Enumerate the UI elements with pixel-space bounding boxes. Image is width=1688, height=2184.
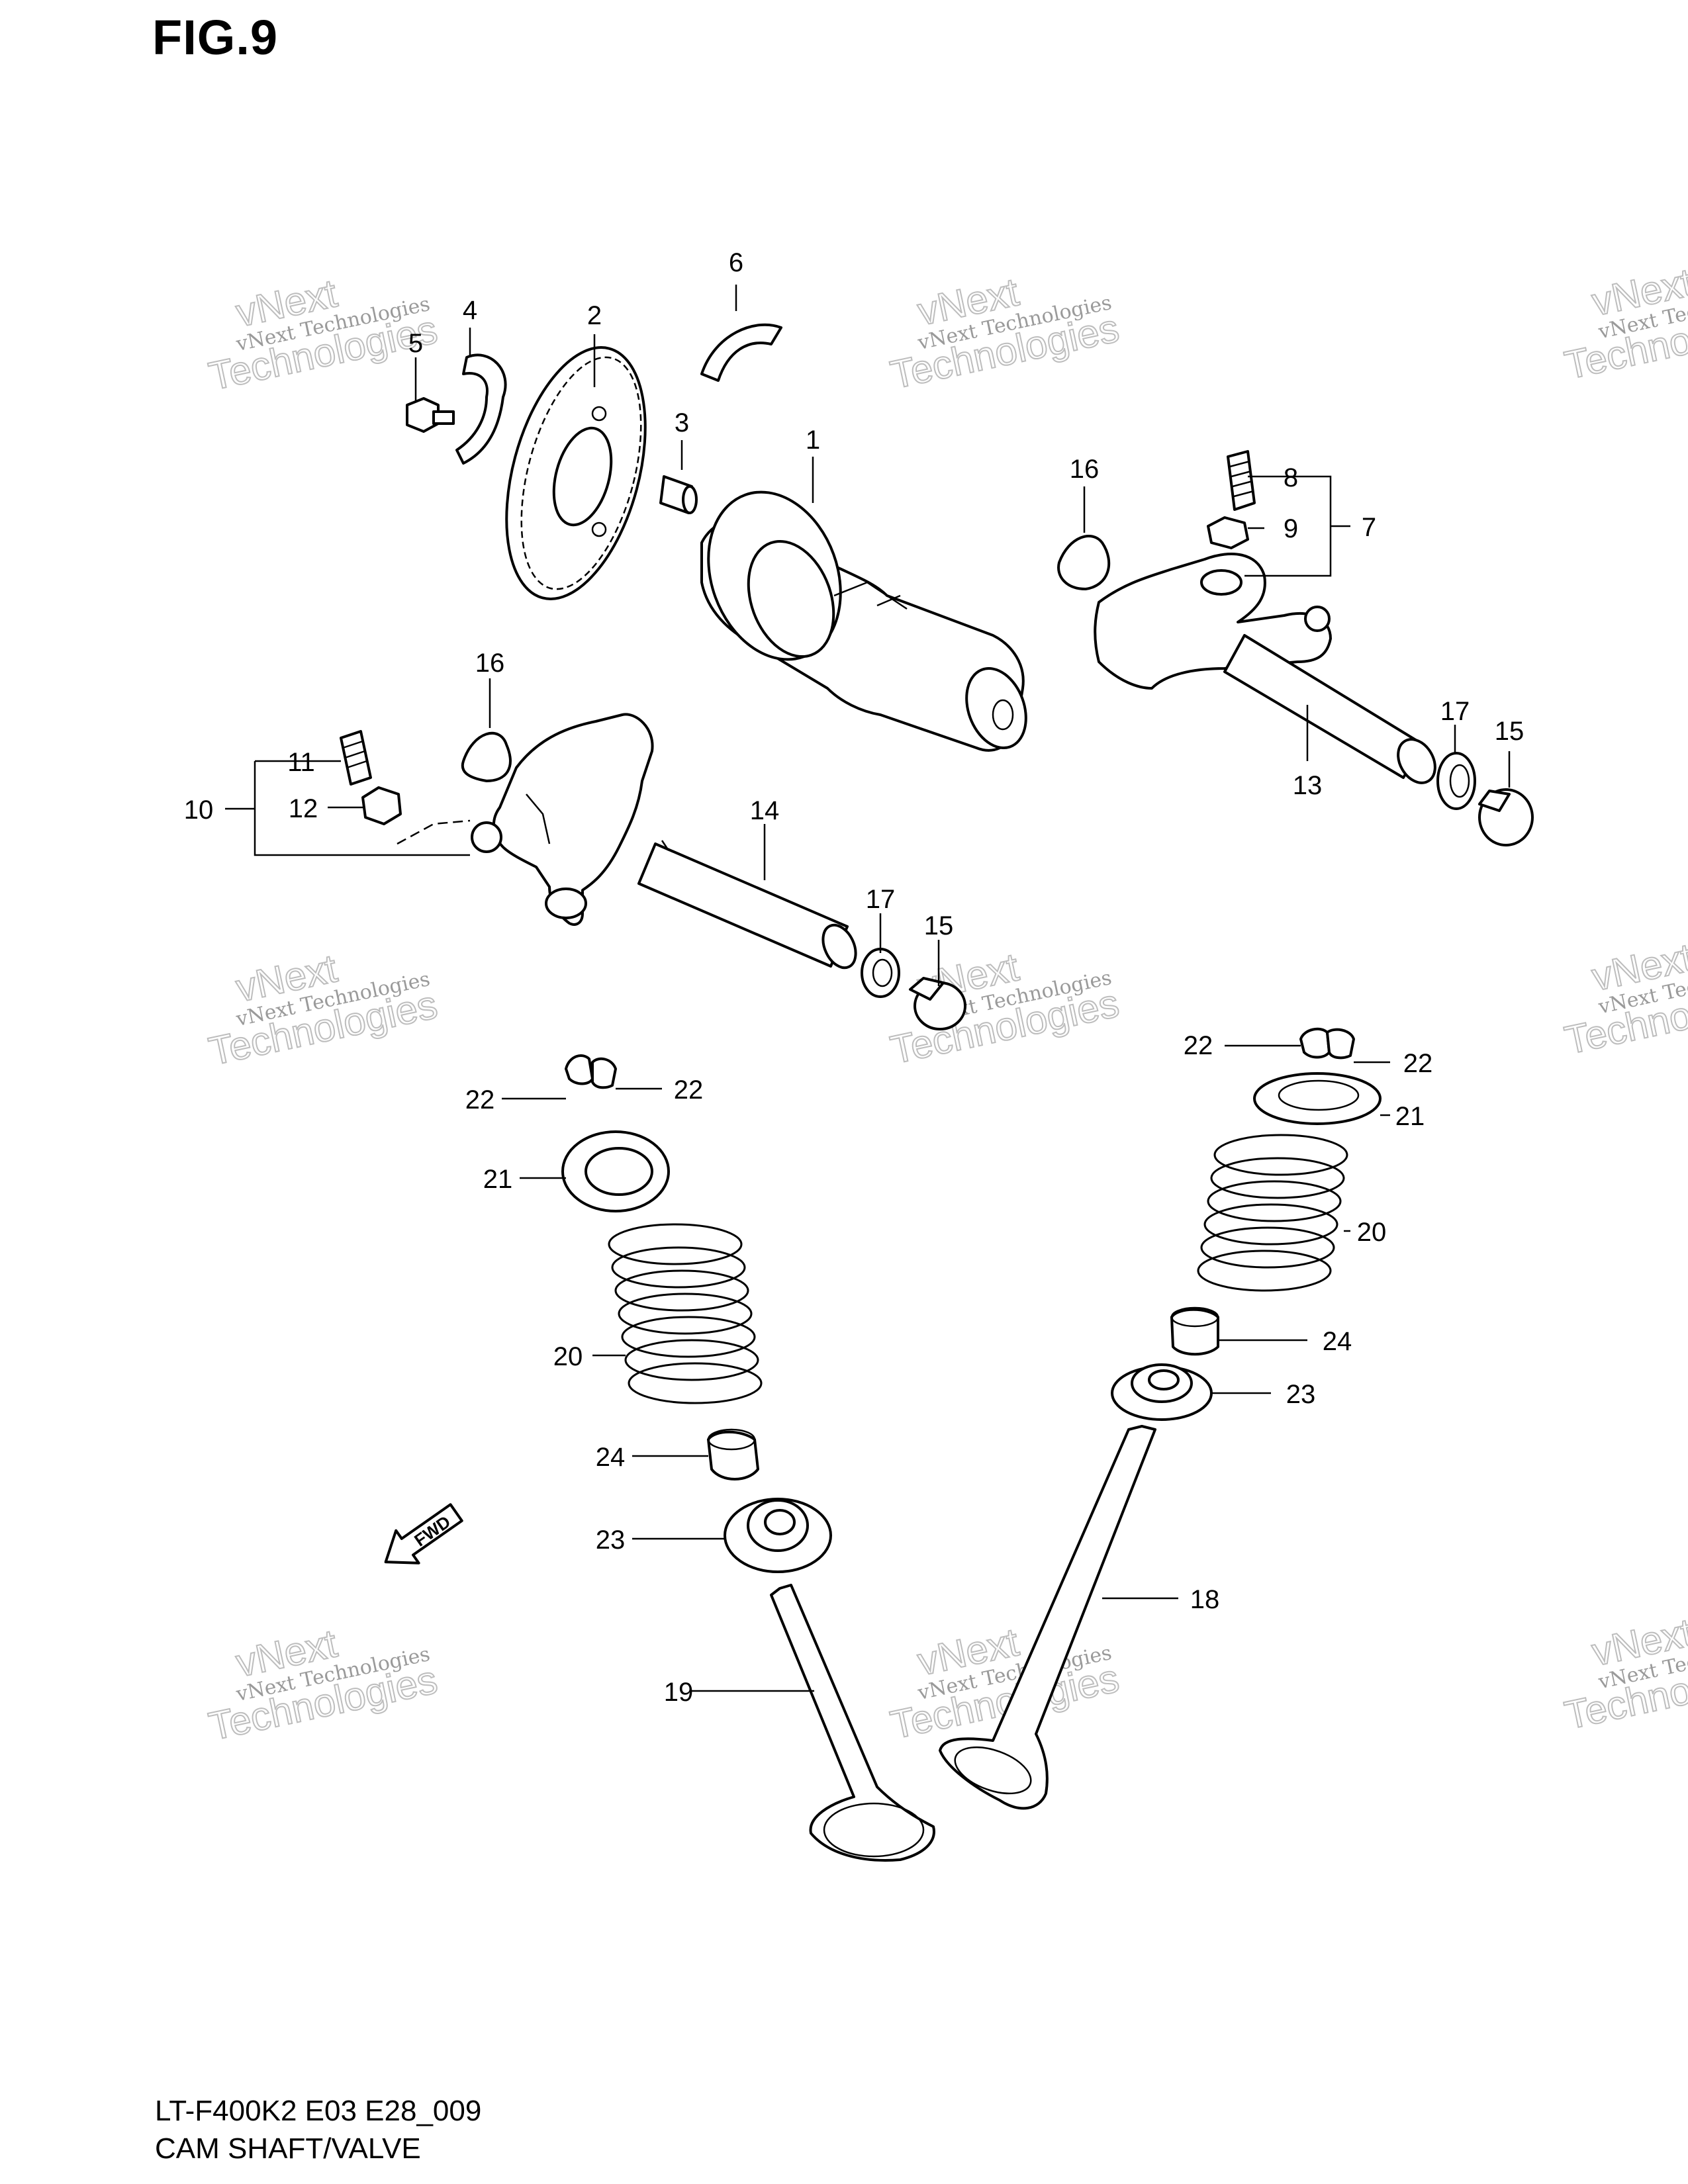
o-ring-left-part	[461, 731, 512, 782]
plug-bolt-left-part	[909, 977, 966, 1030]
callout-9: 9	[1284, 514, 1298, 543]
callout-11: 11	[287, 748, 315, 777]
watermark-mid-left: vNext Technologies vNext Technologies	[205, 945, 442, 1074]
watermark-top-center: vNext Technologies vNext Technologies	[886, 269, 1124, 398]
stem-seal-left-part	[707, 1428, 759, 1480]
watermark-bottom-center: vNext Technologies vNext Technologies	[886, 1619, 1124, 1748]
assembly-name: CAM SHAFT/VALVE	[155, 2132, 421, 2165]
valve-spring-left-part	[608, 1223, 763, 1404]
washer-right-part	[1436, 752, 1476, 810]
callout-8: 8	[1284, 463, 1298, 492]
model-code: LT-F400K2 E03 E28_009	[155, 2095, 482, 2127]
rocker-shaft-left-part	[637, 840, 857, 970]
valve-cotter-right-part	[1299, 1027, 1355, 1060]
callout-23: 23	[596, 1525, 626, 1555]
callout-22: 22	[1184, 1031, 1213, 1060]
callout-16: 16	[475, 649, 505, 678]
callout-15: 15	[924, 911, 954, 940]
callout-2: 2	[587, 301, 602, 330]
callout-17: 17	[866, 885, 896, 914]
lock-nut-left-part	[361, 786, 402, 825]
watermark-top-right: vNext Technologies vNext Technologies	[1560, 259, 1688, 388]
spring-seat-right-part	[1111, 1363, 1213, 1421]
adjusting-screw-left-part	[340, 730, 372, 786]
spring-retainer-right-part	[1253, 1072, 1382, 1125]
callout-6: 6	[729, 248, 743, 277]
cam-sprocket-part	[505, 346, 647, 600]
callout-7: 7	[1362, 513, 1376, 542]
rocker-arm-left-part	[471, 713, 654, 926]
callout-15: 15	[1495, 717, 1524, 746]
intake-valve-part	[770, 1584, 935, 1862]
callout-22: 22	[674, 1075, 704, 1105]
valve-cotter-left-part	[565, 1054, 617, 1089]
dowel-pin-part	[659, 475, 698, 514]
exhaust-valve-part	[939, 1425, 1156, 1810]
callout-22: 22	[465, 1085, 495, 1115]
watermark-bottom-right: vNext Technologies vNext Technologies	[1560, 1610, 1688, 1739]
callout-18: 18	[1190, 1585, 1220, 1614]
callout-3: 3	[675, 408, 689, 437]
callout-20: 20	[553, 1342, 583, 1371]
rocker-shaft-right-part	[1223, 634, 1436, 784]
callout-13: 13	[1293, 771, 1323, 800]
callout-17: 17	[1440, 697, 1470, 726]
callout-21: 21	[483, 1165, 513, 1194]
forward-arrow-icon: FWD	[384, 1503, 463, 1565]
callout-24: 24	[596, 1443, 626, 1472]
callout-16: 16	[1070, 455, 1100, 484]
callout-10: 10	[184, 796, 214, 825]
plug-bolt-right-part	[1478, 788, 1534, 846]
lock-nut-part	[1207, 516, 1249, 549]
stem-seal-right-part	[1170, 1306, 1219, 1356]
callout-1: 1	[806, 426, 820, 455]
watermark-bottom-left: vNext Technologies vNext Technologies	[205, 1620, 442, 1749]
figure-title: FIG.9	[152, 10, 279, 65]
watermark-mid-right: vNext Technologies vNext Technologies	[1560, 934, 1688, 1064]
washer-left-part	[861, 948, 900, 998]
adjusting-screw-part	[1227, 450, 1256, 511]
retainer-plate-part	[455, 353, 507, 465]
valve-spring-right-part	[1197, 1134, 1348, 1292]
callout-labels: 6 2 3 4 5 1 16 8 9 7 13 17 15 10 11 12 1…	[184, 248, 1524, 1707]
callout-20: 20	[1357, 1218, 1387, 1247]
callout-5: 5	[408, 329, 423, 358]
cam-shim-part	[700, 323, 782, 382]
cam-sprocket-bolt-part	[406, 397, 455, 433]
callout-21: 21	[1395, 1102, 1425, 1131]
callout-12: 12	[289, 794, 318, 823]
callout-19: 19	[664, 1678, 694, 1707]
spring-seat-left-part	[724, 1498, 832, 1573]
camshaft-part	[700, 490, 1027, 752]
watermark-top-left: vNext Technologies vNext Technologies	[205, 270, 442, 399]
spring-retainer-left-part	[561, 1130, 670, 1212]
o-ring-part	[1057, 535, 1111, 590]
callout-24: 24	[1323, 1327, 1352, 1356]
leader-lines	[225, 285, 1511, 1692]
callout-23: 23	[1286, 1380, 1316, 1409]
watermark-mid-center: vNext Technologies vNext Technologies	[886, 944, 1124, 1073]
callout-4: 4	[463, 296, 477, 325]
callout-14: 14	[750, 796, 780, 825]
callout-22: 22	[1403, 1049, 1433, 1078]
